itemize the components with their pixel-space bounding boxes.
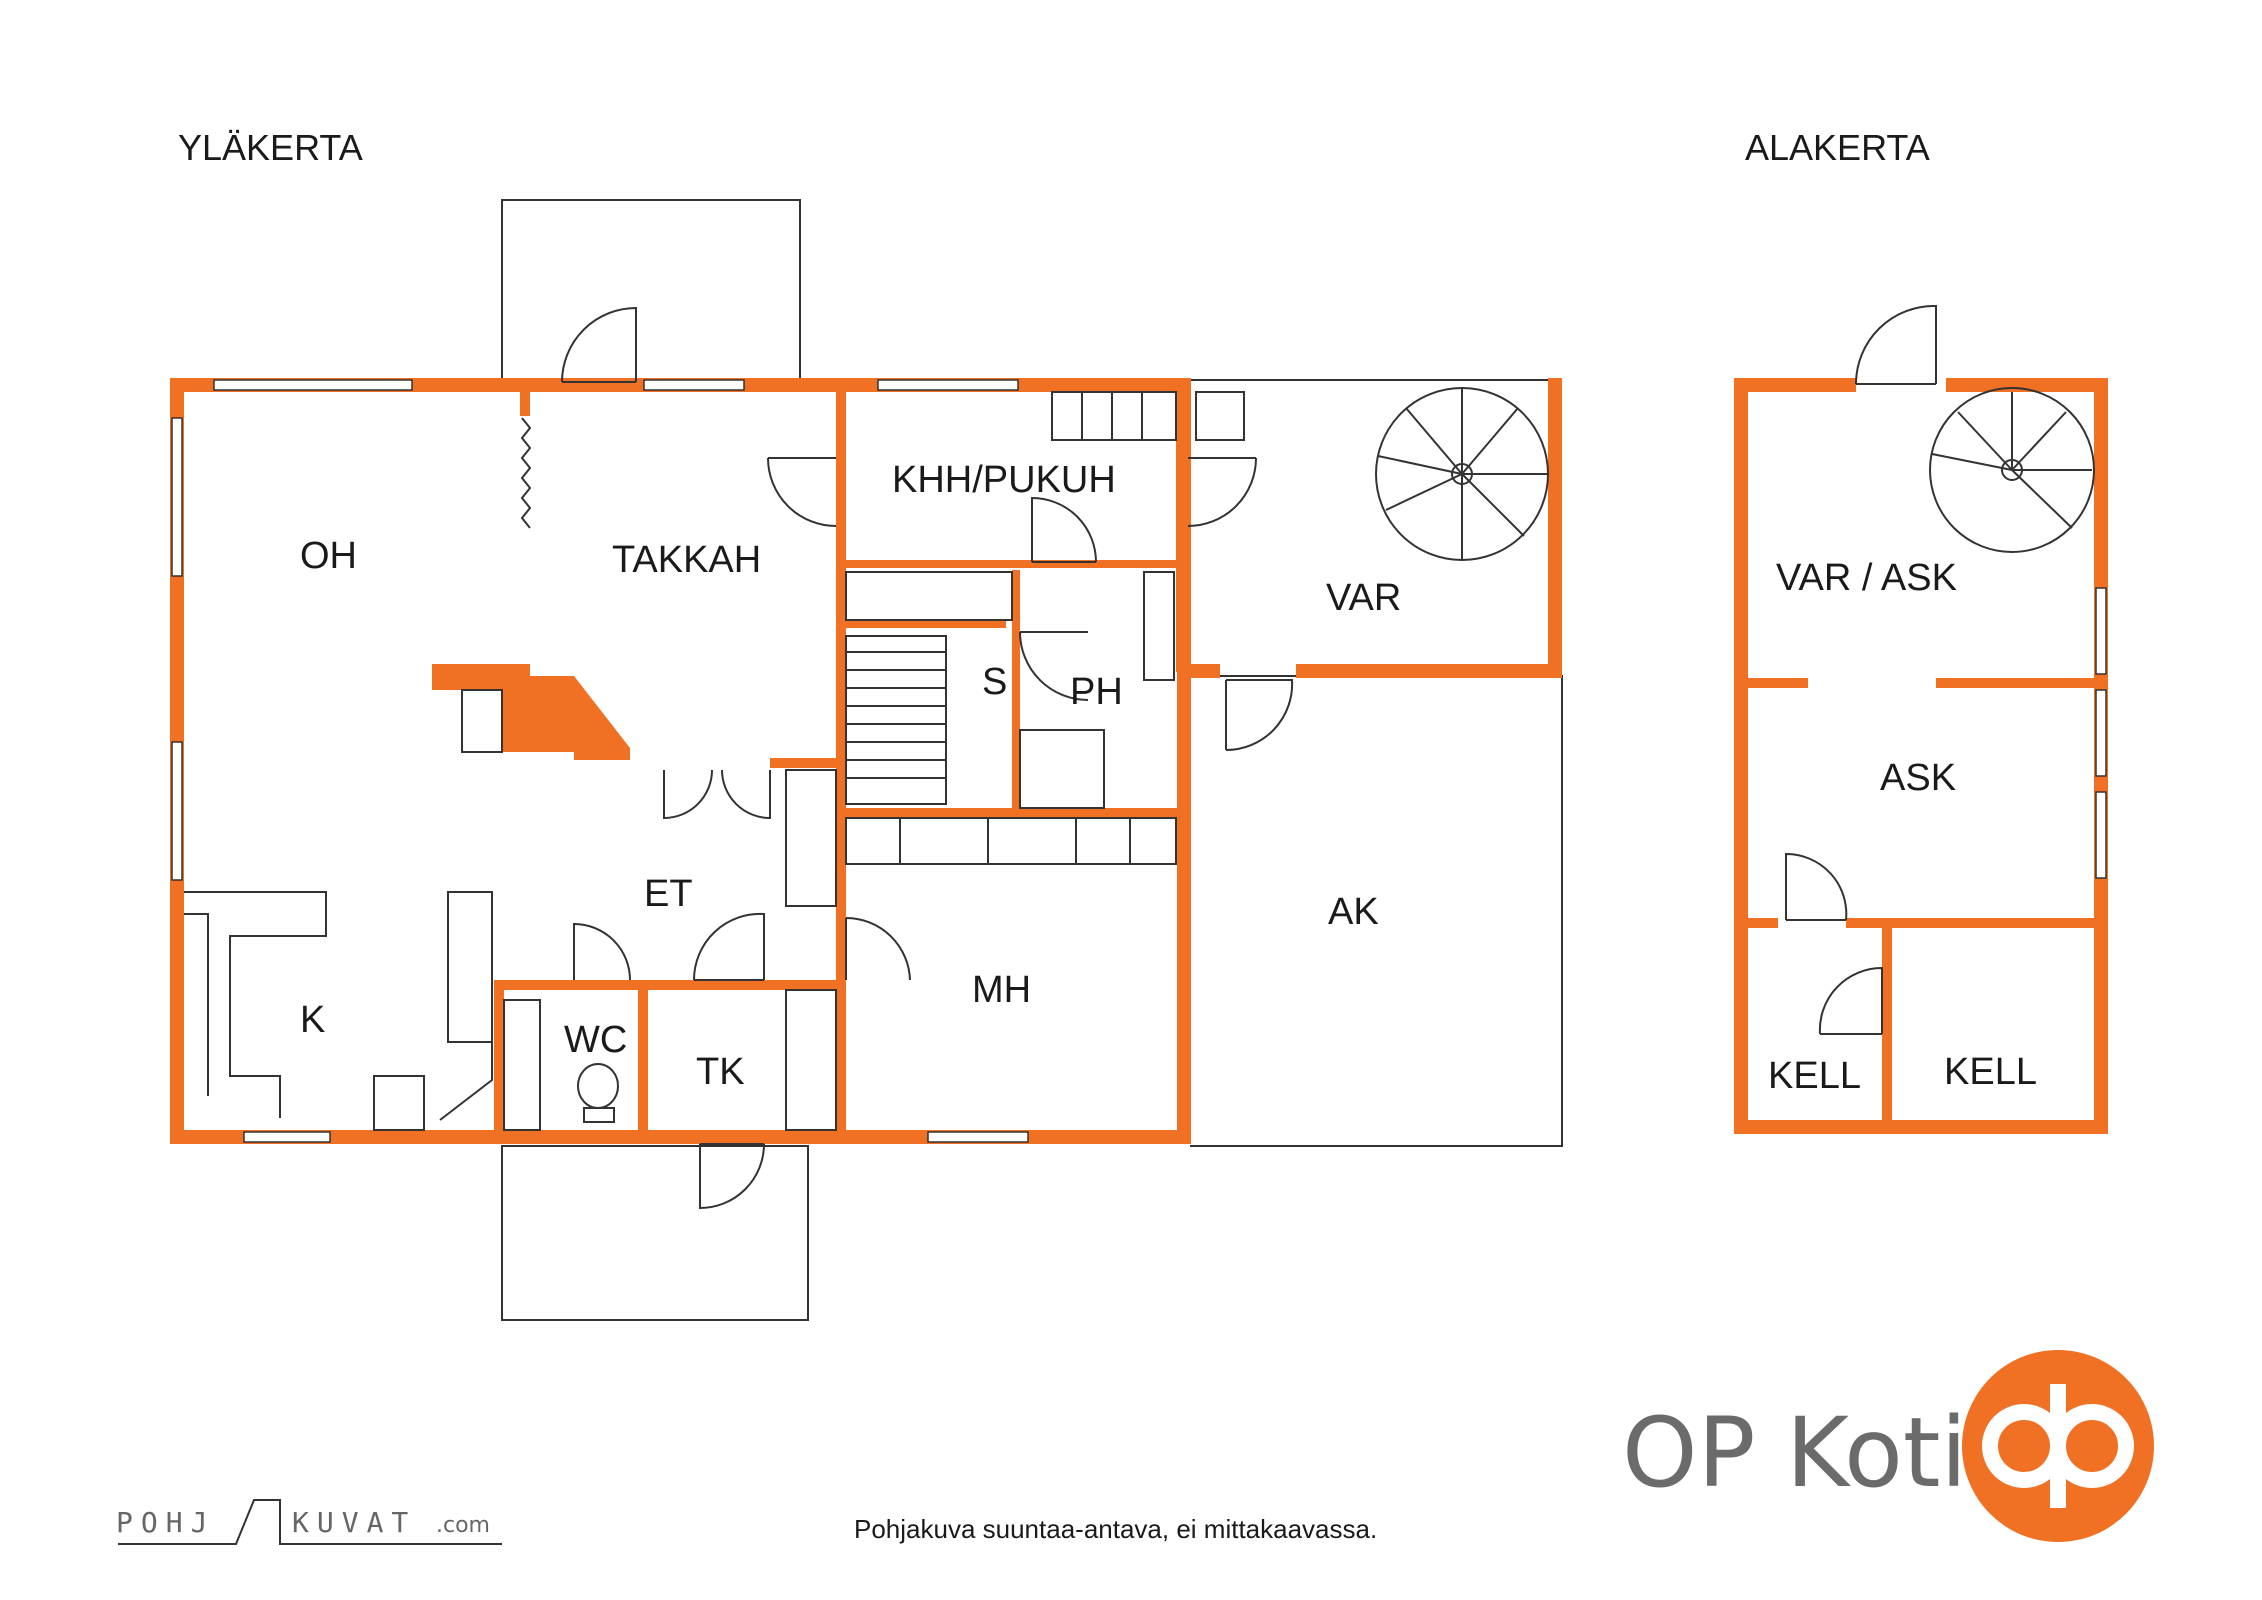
wall-lower-mid-right [1936, 678, 2108, 688]
stairs-upper [845, 635, 947, 805]
room-label-ph: PH [1070, 671, 1123, 713]
wall-k-stub [170, 880, 184, 890]
shower-tray [1019, 729, 1105, 809]
door-lower-entry [1855, 304, 1937, 385]
wall-var-south-stub [1190, 664, 1220, 678]
window [927, 1131, 1029, 1143]
kitchen-fixtures [184, 891, 493, 1131]
wall-east-var [1548, 378, 1562, 676]
wall-khh-bottom [846, 560, 1176, 568]
lower-floor-plan: VAR / ASK ASK KELL KELL [1734, 304, 2108, 1134]
room-label-ask: ASK [1880, 757, 1956, 799]
wall-lower-north-left [1734, 378, 1856, 392]
brand: OP Koti [1622, 1350, 2154, 1542]
terrace-bottom [501, 1145, 809, 1321]
wall-lower-north-right [1946, 378, 2108, 392]
door-ph-top [1031, 496, 1097, 563]
toilet-icon [577, 1063, 619, 1109]
tk-wardrobe [785, 989, 837, 1131]
window [2095, 791, 2107, 879]
wall-lower-mid-left [1734, 678, 1808, 688]
fireplace-opening [461, 689, 503, 753]
room-label-khh: KHH/PUKUH [892, 459, 1116, 501]
sliding-door [520, 417, 532, 529]
window [2095, 689, 2107, 777]
laundry-counter [845, 571, 1013, 621]
lower-floor-title: ALAKERTA [1745, 127, 1930, 168]
wall-wc-top [494, 980, 644, 990]
double-door-et [663, 769, 771, 820]
disclaimer-text: Pohjakuva suuntaa-antava, ei mittakaavas… [854, 1514, 1377, 1544]
wall-oh-stub [520, 380, 530, 416]
wall-wc-left [494, 980, 504, 1132]
wall-lower-kell-left [1734, 918, 1778, 928]
credit-left-text: POHJ [116, 1506, 215, 1539]
window [2095, 587, 2107, 675]
room-label-ak: AK [1328, 891, 1379, 933]
room-label-oh: OH [300, 535, 357, 577]
door-ak [1225, 679, 1294, 752]
window [213, 379, 413, 391]
window [877, 379, 1019, 391]
mh-wardrobe [845, 817, 1177, 865]
wall-mh-top [846, 808, 1186, 818]
credit-right-text: KUVAT [292, 1506, 416, 1539]
khh-cabinet [1051, 391, 1177, 441]
window [643, 379, 745, 391]
door-tk [692, 912, 765, 981]
room-label-var-ask: VAR / ASK [1776, 557, 1957, 599]
room-label-kell-2: KELL [1944, 1051, 2037, 1093]
door-lower-kell1 [1785, 852, 1848, 921]
door-khh-right [1187, 457, 1257, 527]
room-label-takkah: TAKKAH [612, 539, 761, 581]
room-label-mh: MH [972, 969, 1031, 1011]
et-wardrobe [785, 769, 837, 907]
spiral-stair-upper [1375, 387, 1549, 561]
terrace-top [501, 199, 801, 383]
wall-var-south [1296, 664, 1562, 678]
room-label-kell-1: KELL [1768, 1055, 1861, 1097]
room-label-s: S [982, 661, 1007, 703]
door-wc [573, 922, 631, 981]
door-ph-side [1019, 631, 1089, 701]
window [243, 1131, 331, 1143]
pohjakuvat-credit: POHJ KUVAT .com [116, 1499, 502, 1545]
toilet-tank [583, 1107, 615, 1123]
wall-tk-left [638, 980, 648, 1132]
ph-counter [1143, 571, 1175, 681]
window [171, 417, 183, 577]
wall-tk-top [638, 980, 838, 990]
door-lower-kell2 [1818, 966, 1883, 1035]
wall-s-top [846, 620, 1006, 628]
room-label-wc: WC [564, 1019, 627, 1061]
credit-domain-text: .com [436, 1513, 490, 1538]
water-heater [1195, 391, 1245, 441]
door-entry-bottom [699, 1143, 765, 1210]
wall-ph-left [1012, 570, 1020, 810]
brand-name: OP Koti [1622, 1397, 1967, 1509]
wall-lower-south [1734, 1120, 2108, 1134]
door-top-entry [561, 306, 637, 383]
wall-khh-right [1176, 392, 1186, 672]
room-label-et: ET [644, 873, 693, 915]
room-label-k: K [300, 999, 325, 1041]
door-mh [845, 917, 911, 981]
wall-lower-west [1734, 378, 1748, 1134]
wall-lower-kell-right [1846, 918, 2108, 928]
credit-underline [118, 1499, 502, 1545]
upper-floor-title: YLÄKERTA [178, 127, 363, 168]
wall-et-top [770, 758, 846, 768]
room-label-var: VAR [1326, 577, 1401, 619]
op-logo-icon [1962, 1350, 2154, 1542]
room-label-tk: TK [696, 1051, 745, 1093]
wc-sink-counter [503, 999, 541, 1131]
upper-floor-plan: OH TAKKAH KHH/PUKUH VAR S PH ET K WC TK … [170, 199, 1563, 1321]
spiral-stair-lower [1929, 387, 2095, 553]
wall-lower-kell-divider [1882, 918, 1892, 1120]
door-khh-left [767, 457, 837, 527]
window [171, 741, 183, 881]
